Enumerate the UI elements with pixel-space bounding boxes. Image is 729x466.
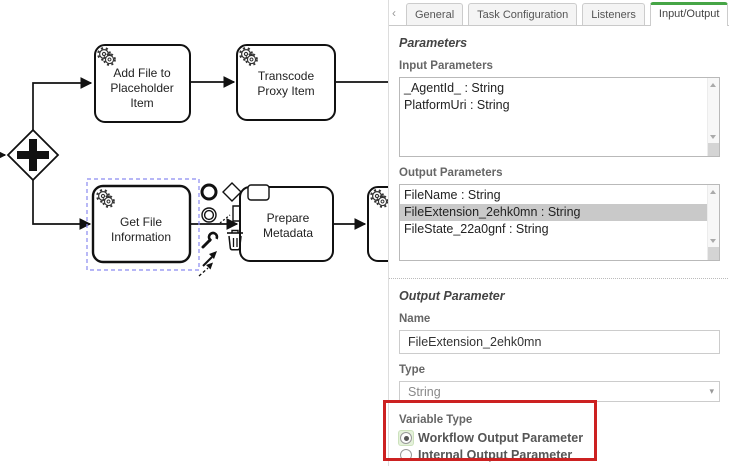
plus-icon (17, 139, 49, 171)
scroll-up-icon[interactable] (710, 190, 716, 194)
append-task-icon[interactable] (247, 184, 270, 201)
input-parameters-label: Input Parameters (399, 60, 493, 72)
radio-highlight (399, 448, 413, 462)
task-label: Proxy Item (257, 84, 314, 98)
tab-listeners[interactable]: Listeners (582, 3, 645, 25)
task-add-file-to-placeholder-item[interactable]: Add File to Placeholder Item (94, 44, 191, 123)
task-label: Placeholder (110, 81, 173, 95)
output-parameter-heading: Output Parameter (399, 289, 505, 303)
context-pad (198, 182, 270, 277)
type-label: Type (399, 364, 425, 376)
scrollbar-corner (708, 143, 719, 156)
task-transcode-proxy-item[interactable]: Transcode Proxy Item (236, 44, 336, 121)
radio-unselected-icon[interactable] (400, 449, 412, 461)
parallel-gateway[interactable] (6, 128, 60, 182)
task-label: Get File (120, 215, 162, 229)
name-label: Name (399, 313, 431, 325)
bpmn-canvas[interactable]: Add File to Placeholder Item Transcode P… (0, 0, 388, 466)
list-item[interactable]: _AgentId_ : String (404, 81, 505, 95)
wrench-icon[interactable] (201, 231, 219, 249)
input-parameters-listbox[interactable]: _AgentId_ : String PlatformUri : String (399, 77, 720, 157)
panel-content: Parameters Input Parameters _AgentId_ : … (389, 36, 729, 463)
task-label: Transcode (258, 69, 315, 83)
output-parameters-listbox[interactable]: FileName : String FileExtension_2ehk0mn … (399, 184, 720, 261)
type-select-value: String (408, 385, 441, 399)
selection-outline (86, 178, 200, 271)
trash-icon[interactable] (227, 229, 243, 251)
scroll-down-icon[interactable] (710, 239, 716, 243)
flow-gateway-to-addfile[interactable] (32, 77, 93, 130)
task-label: Information (111, 230, 171, 244)
task-label: Add File to (113, 66, 171, 80)
radio-label: Workflow Output Parameter (418, 431, 584, 445)
append-gateway-icon[interactable] (222, 182, 242, 202)
section-divider (389, 278, 729, 279)
task-label: Metadata (263, 226, 313, 240)
scrollbar[interactable] (707, 185, 719, 260)
workflow-output-parameter-option[interactable]: Workflow Output Parameter (399, 430, 720, 446)
scroll-up-icon[interactable] (710, 83, 716, 87)
name-input[interactable] (399, 330, 720, 354)
scrollbar[interactable] (707, 78, 719, 156)
list-item[interactable]: FileState_22a0gnf : String (404, 222, 549, 236)
tab-scroll-left-icon[interactable]: ‹ (392, 6, 396, 20)
task-partial-right[interactable] (367, 186, 388, 262)
list-item[interactable]: FileName : String (404, 188, 501, 202)
append-intermediate-event-icon[interactable] (201, 207, 217, 223)
radio-highlight (399, 431, 413, 445)
text-annotation-icon[interactable] (219, 205, 239, 224)
list-item-selected[interactable]: FileExtension_2ehk0mn : String (400, 204, 707, 221)
tab-input-output[interactable]: Input/Output (649, 2, 729, 26)
task-label: Prepare (267, 211, 310, 225)
flow-gateway-to-getfile[interactable] (32, 180, 92, 230)
task-prepare-metadata[interactable]: Prepare Metadata (239, 186, 334, 262)
scroll-down-icon[interactable] (710, 135, 716, 139)
tab-task-configuration[interactable]: Task Configuration (468, 3, 578, 25)
type-select[interactable]: String ▾ (399, 381, 720, 402)
append-end-event-icon[interactable] (200, 183, 218, 201)
parameters-heading: Parameters (399, 36, 468, 50)
chevron-down-icon: ▾ (709, 386, 714, 396)
radio-selected-icon[interactable] (400, 432, 412, 444)
properties-tab-bar: ‹ General Task Configuration Listeners I… (389, 0, 729, 26)
properties-panel: ‹ General Task Configuration Listeners I… (388, 0, 729, 466)
connect-arrow-icon[interactable] (198, 251, 217, 277)
variable-type-label: Variable Type (399, 414, 473, 426)
output-parameters-label: Output Parameters (399, 167, 503, 179)
list-item[interactable]: PlatformUri : String (404, 98, 510, 112)
radio-label: Internal Output Parameter (418, 448, 573, 462)
task-get-file-information[interactable]: Get File Information (91, 184, 192, 264)
task-label: Item (130, 96, 153, 110)
internal-output-parameter-option[interactable]: Internal Output Parameter (399, 447, 720, 463)
tab-general[interactable]: General (406, 3, 464, 25)
scrollbar-corner (708, 247, 719, 260)
